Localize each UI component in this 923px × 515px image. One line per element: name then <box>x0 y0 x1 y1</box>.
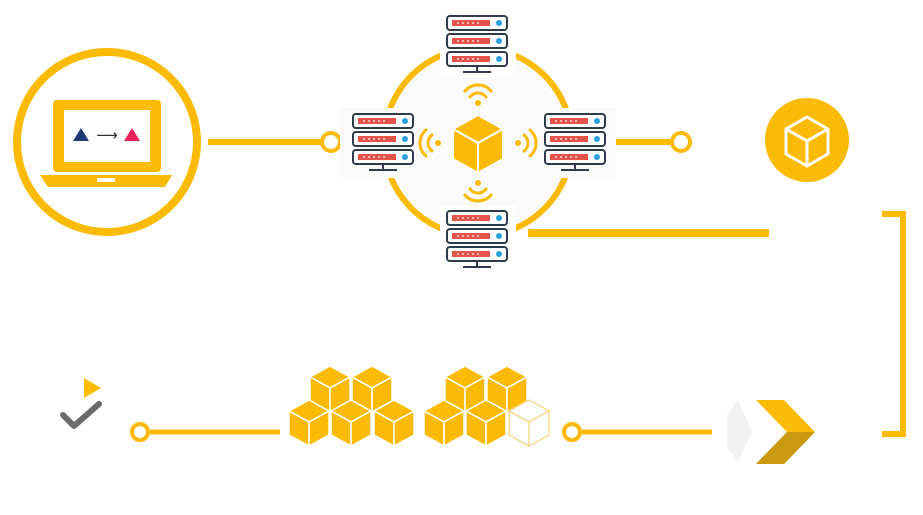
wifi-signal-icon <box>463 83 493 106</box>
block-cube <box>288 399 330 447</box>
connector-node <box>562 422 582 442</box>
server-icon <box>446 210 508 268</box>
connector-node <box>670 131 692 153</box>
computer-node: ⟶ <box>13 48 201 236</box>
server-network <box>340 12 616 274</box>
cube-icon <box>450 113 506 175</box>
server-icon <box>446 15 508 73</box>
block-cube <box>423 399 465 447</box>
wifi-signal-icon <box>515 128 538 158</box>
flow-bracket <box>882 211 906 437</box>
checkmark-icon <box>60 378 102 429</box>
wifi-signal-icon <box>463 180 493 203</box>
server-icon <box>352 113 414 171</box>
triangle-target-icon <box>124 128 140 141</box>
connector-node <box>130 422 150 442</box>
triangle-source-icon <box>73 128 89 141</box>
block-cube <box>465 399 507 447</box>
block-cube <box>373 399 415 447</box>
block-cube <box>330 399 372 447</box>
blockchain-blocks <box>288 365 550 447</box>
transfer-arrow: ⟶ <box>96 126 118 144</box>
wifi-signal-icon <box>418 128 441 158</box>
chevron-right-icon <box>727 400 815 464</box>
small-arrow-icon <box>84 378 101 398</box>
server-icon <box>544 113 606 171</box>
connector-node <box>320 131 342 153</box>
cube-icon <box>784 115 830 168</box>
laptop-icon: ⟶ <box>40 100 172 187</box>
new-block-node <box>765 98 849 182</box>
